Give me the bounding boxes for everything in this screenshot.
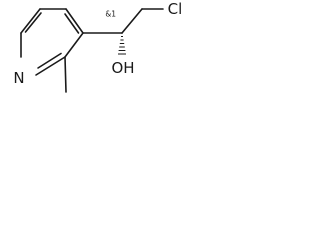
chemical-structure: N OH Cl &1: [13, 0, 183, 93]
ring-bond-c6-c5: [20, 8, 41, 34]
ring-bond-c6-c5-inner: [24, 12, 42, 33]
chlorine-atom-label: Cl: [168, 0, 183, 18]
ring-bond-c2-n-inner: [37, 52, 62, 69]
stereo-label: &1: [105, 10, 116, 19]
ring-bond-c2-n: [35, 56, 66, 76]
ring-bond-c4-c3-inner: [64, 13, 80, 34]
nitrogen-atom-label: N: [13, 69, 24, 87]
methyl-bond: [64, 56, 67, 93]
hydroxyl-group-label: OH: [111, 59, 134, 77]
ring-bond-c4-c3: [65, 8, 84, 34]
ring-bond-c3-c2: [64, 32, 84, 58]
hashed-wedge-bond: [118, 36, 126, 55]
bond-chiral-carbon-ch2: [121, 8, 143, 34]
